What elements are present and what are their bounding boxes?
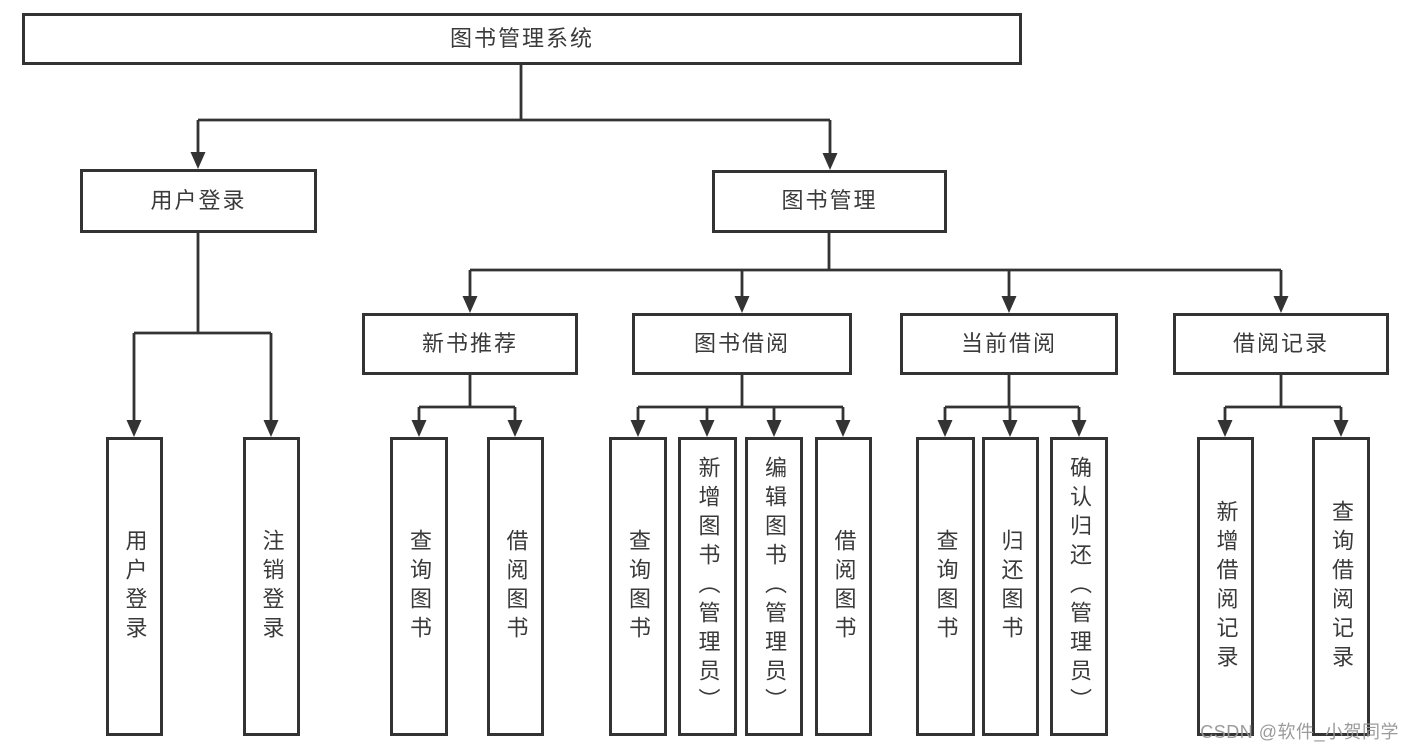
connector-segments	[132, 65, 1343, 423]
node-user-login: 用户登录	[80, 169, 317, 233]
node-book-management: 图书管理	[712, 170, 947, 233]
leaf-logout: 注销登录	[243, 437, 300, 736]
leaf-edit-book-admin: 编辑图书（管理员）	[745, 437, 803, 736]
node-new-book-recommendation: 新书推荐	[362, 313, 578, 375]
node-library-management-system: 图书管理系统	[22, 13, 1022, 65]
leaf-return-book: 归还图书	[982, 437, 1039, 736]
leaf-confirm-return-admin: 确认归还（管理员）	[1050, 437, 1108, 736]
leaf-query-books-borrow: 查询图书	[609, 437, 667, 736]
node-book-borrowing: 图书借阅	[632, 313, 852, 375]
leaf-query-borrow-record: 查询借阅记录	[1312, 437, 1370, 736]
leaf-user-login: 用户登录	[106, 437, 163, 736]
leaf-query-books-current: 查询图书	[916, 437, 975, 736]
leaf-query-books-recommend: 查询图书	[390, 437, 448, 736]
leaf-borrow-books-recommend: 借阅图书	[487, 437, 544, 736]
node-borrowing-records: 借阅记录	[1173, 313, 1389, 375]
node-current-borrowing: 当前借阅	[900, 313, 1118, 375]
watermark: CSDN @软件_小贺同学	[1200, 722, 1399, 742]
leaf-add-borrow-record: 新增借阅记录	[1197, 437, 1254, 736]
leaf-borrow-books: 借阅图书	[815, 437, 872, 736]
leaf-add-book-admin: 新增图书（管理员）	[678, 437, 737, 736]
